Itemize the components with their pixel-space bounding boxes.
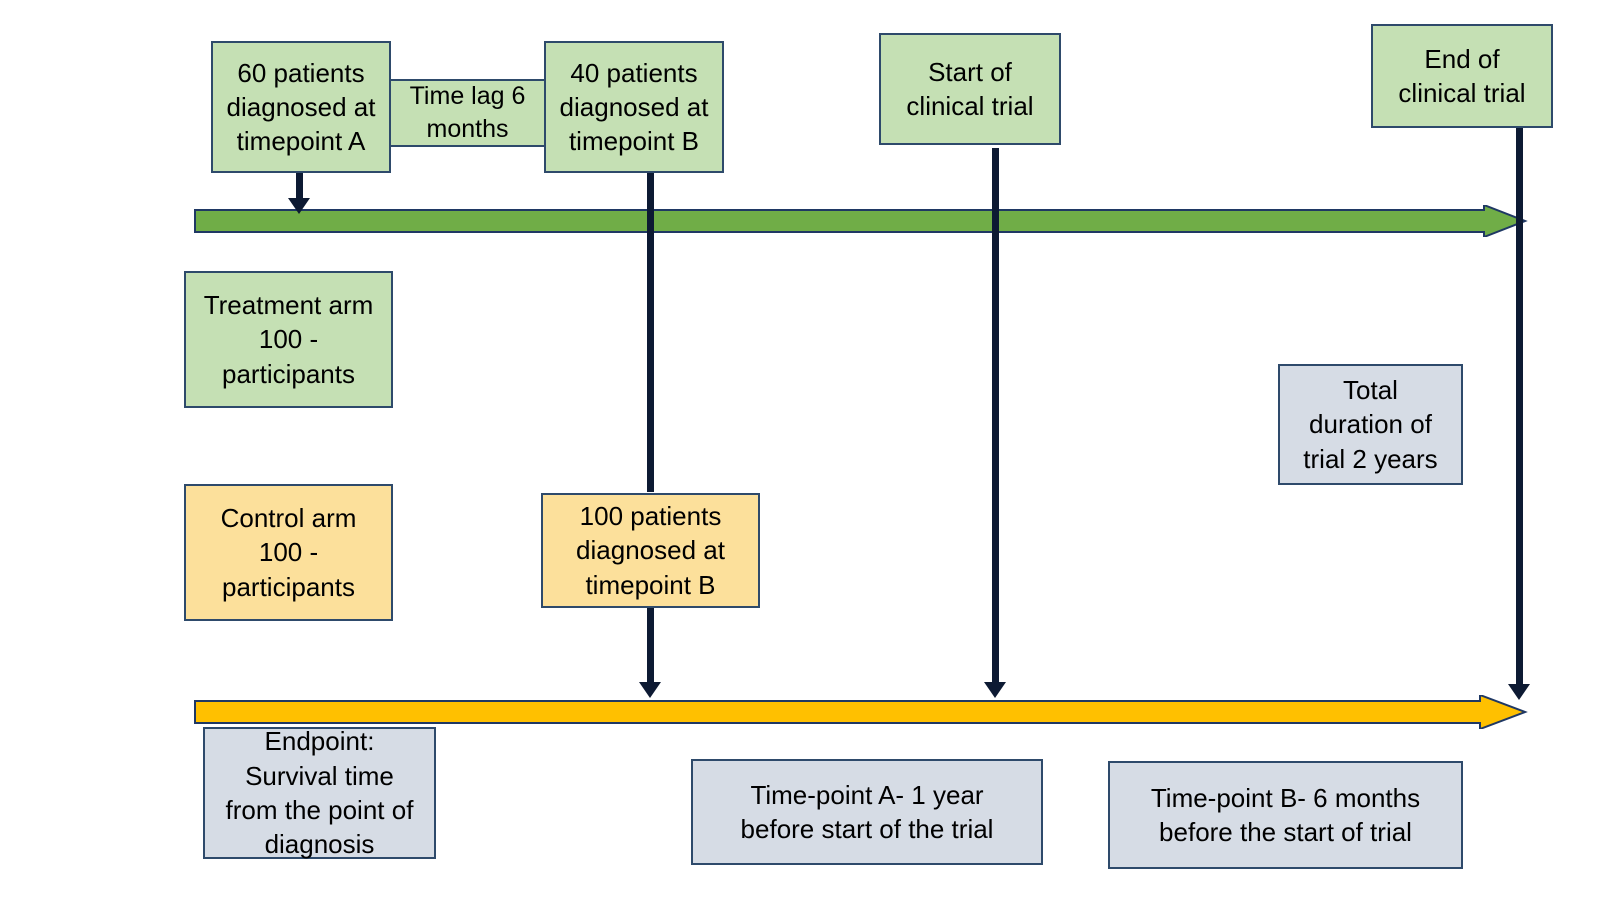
connector-trial-end-arrowhead [1508, 684, 1530, 700]
connector-diagnosed-b-upper [647, 172, 654, 492]
box-diagnosed-at-timepoint-a[interactable]: 60 patients diagnosed at timepoint A [211, 41, 391, 173]
box-treatment-arm[interactable]: Treatment arm 100 - participants [184, 271, 393, 408]
treatment-arm-timeline-label: treatment arm timeline (green block arro… [0, 0, 1, 1]
connector-diagnosed-b-arrowhead [639, 682, 661, 698]
control-arm-timeline-label: control arm timeline (orange block arrow… [0, 0, 1, 1]
box-total-duration-of-trial[interactable]: Total duration of trial 2 years [1278, 364, 1463, 485]
connector-diagnosed-a-arrowhead [288, 198, 310, 214]
connector-trial-start-arrowhead [984, 682, 1006, 698]
connector-trial-end [1516, 128, 1523, 685]
connector-diagnosed-a-to-green-timeline [296, 172, 303, 199]
box-end-of-clinical-trial[interactable]: End of clinical trial [1371, 24, 1553, 128]
connector-trial-start [992, 148, 999, 683]
box-timepoint-b-note[interactable]: Time-point B- 6 months before the start … [1108, 761, 1463, 869]
box-endpoint-survival-time[interactable]: Endpoint: Survival time from the point o… [203, 726, 436, 859]
box-start-of-clinical-trial[interactable]: Start of clinical trial [879, 33, 1061, 145]
control-arm-timeline-arrow [194, 695, 1528, 729]
treatment-arm-timeline-arrow [194, 205, 1528, 237]
box-control-diagnosed-at-timepoint-b[interactable]: 100 patients diagnosed at timepoint B [541, 493, 760, 608]
box-control-arm[interactable]: Control arm 100 - participants [184, 484, 393, 621]
box-timepoint-a-note[interactable]: Time-point A- 1 year before start of the… [691, 759, 1043, 865]
box-time-lag[interactable]: Time lag 6 months [389, 79, 546, 147]
connector-diagnosed-b-lower [647, 608, 654, 683]
box-diagnosed-at-timepoint-b[interactable]: 40 patients diagnosed at timepoint B [544, 41, 724, 173]
